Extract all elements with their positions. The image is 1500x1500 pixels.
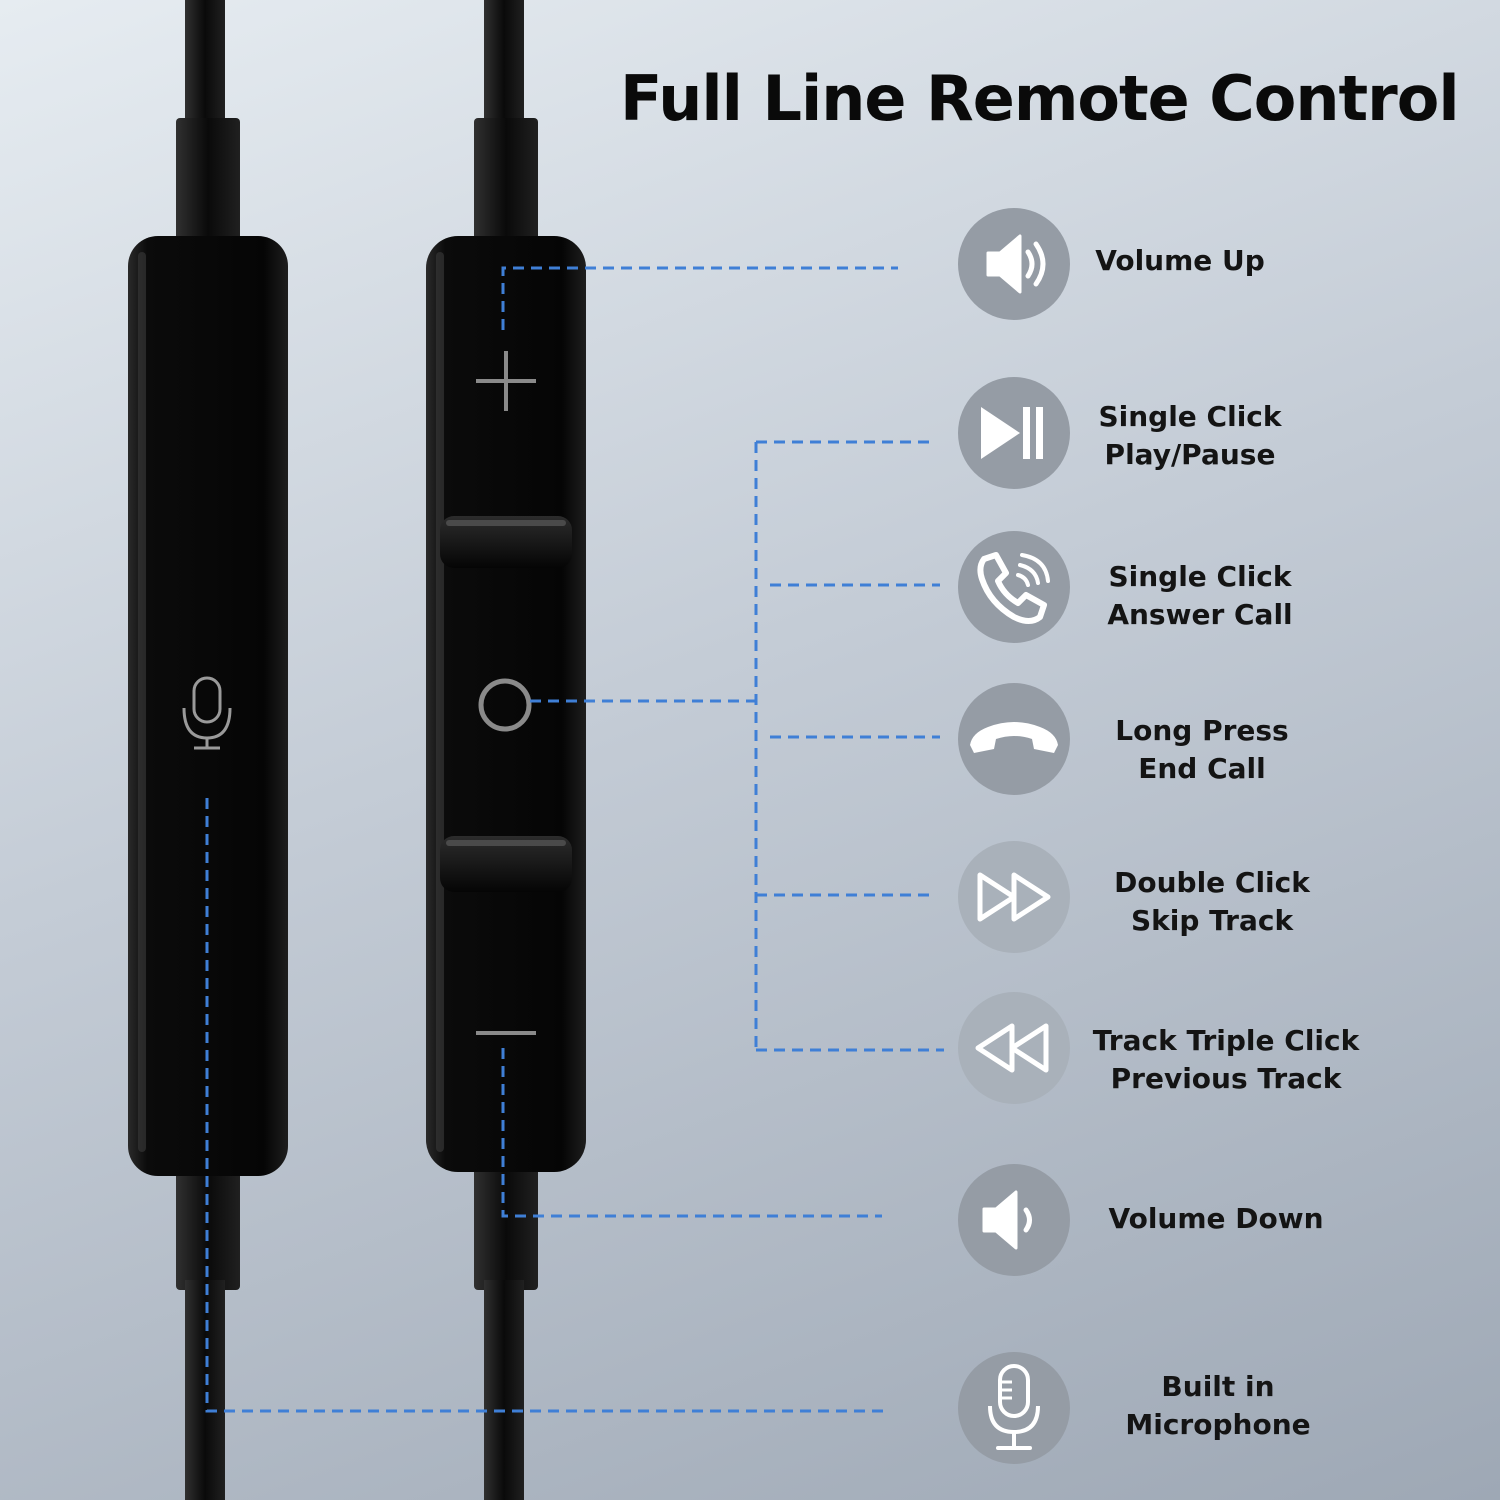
center-button-glyph [478,678,532,732]
feature-label-volume-up: Volume Up [1095,244,1265,277]
feature-label-end-call: Long Press End Call [1115,714,1289,785]
connector-lines [205,266,944,1413]
side-button-upper [440,516,572,568]
feature-label-answer-call: Single Click Answer Call [1107,560,1293,631]
feature-label-microphone: Built in Microphone [1125,1370,1311,1441]
hang-up-icon [958,683,1070,795]
rewind-icon [958,992,1070,1104]
plus-glyph [476,351,536,411]
feature-label-play-pause: Single Click Play/Pause [1098,400,1282,471]
side-button-lower [440,836,572,892]
right-cable [474,0,538,1500]
feature-label-skip-track: Double Click Skip Track [1114,866,1310,937]
volume-down-icon [958,1164,1070,1276]
right-remote-body [426,236,586,1172]
play-pause-icon [958,377,1070,489]
feature-label-volume-down: Volume Down [1108,1202,1324,1235]
left-remote-body [128,236,288,1176]
phone-ringing-icon [958,531,1070,643]
remote-mic-glyph [182,676,232,750]
page-title: Full Line Remote Control [620,62,1460,135]
feature-label-previous-track: Track Triple Click Previous Track [1092,1024,1360,1095]
left-cable [176,0,240,1500]
microphone-icon [958,1352,1070,1464]
fast-forward-icon [958,841,1070,953]
volume-up-icon [958,208,1070,320]
